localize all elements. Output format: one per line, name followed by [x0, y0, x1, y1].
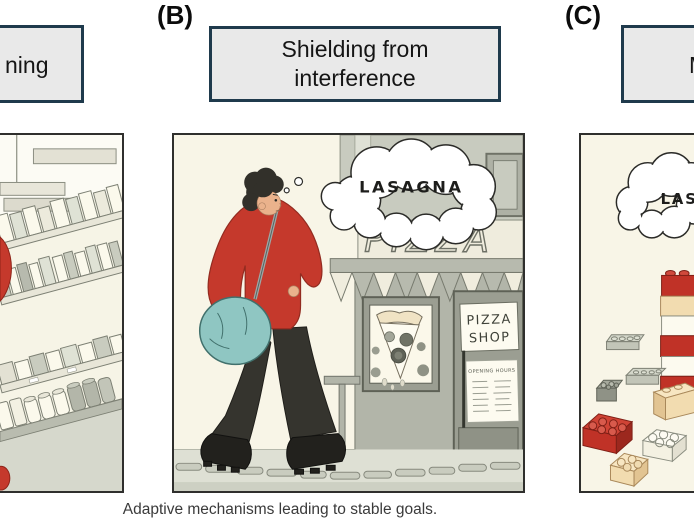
panel-a-title-box: ning [0, 25, 84, 103]
store-floor [0, 398, 122, 491]
door-sign-pizza: PIZZA [466, 312, 512, 329]
brick-tower [652, 269, 694, 421]
opening-hours-sign: OPENING HOURS [465, 359, 520, 423]
panel-a-title-fragment: ning [5, 52, 49, 78]
panel-b-title-box: Shielding from interference [209, 26, 501, 102]
pizza-shop-storefront: PIZZA [323, 219, 523, 467]
hand [287, 285, 300, 298]
panel-b-illustration: PIZZA [172, 133, 525, 493]
thought-text-fragment: LAS [661, 191, 694, 208]
panel-b-title: Shielding from interference [281, 35, 429, 91]
panel-c-label: (C) [565, 0, 602, 30]
door-sign-shop: SHOP [469, 330, 511, 346]
figure-caption: Adaptive mechanisms leading to stable go… [122, 501, 438, 518]
thought-text: LASAGNA [359, 177, 463, 196]
panel-c-title-box: M [621, 25, 694, 103]
scattered-bricks [581, 334, 688, 488]
thought-bubble: LASAGNA [283, 138, 498, 251]
boots [200, 433, 347, 475]
walking-person [198, 167, 347, 475]
shopper-red-sweater-fragment [0, 236, 12, 491]
panel-a-illustration [0, 133, 124, 493]
thought-bubble-c: LAS [615, 152, 694, 239]
head [242, 167, 284, 216]
shop-door: PIZZA SHOP OPENING HOURS [451, 290, 523, 466]
panel-c-title-fragment: M [689, 52, 694, 79]
shoulder-bag [198, 296, 272, 366]
opening-hours-heading: OPENING HOURS [468, 368, 515, 375]
panel-b-label: (B) [157, 0, 194, 30]
shop-window [361, 296, 440, 393]
panel-c-illustration: LAS [579, 133, 694, 493]
